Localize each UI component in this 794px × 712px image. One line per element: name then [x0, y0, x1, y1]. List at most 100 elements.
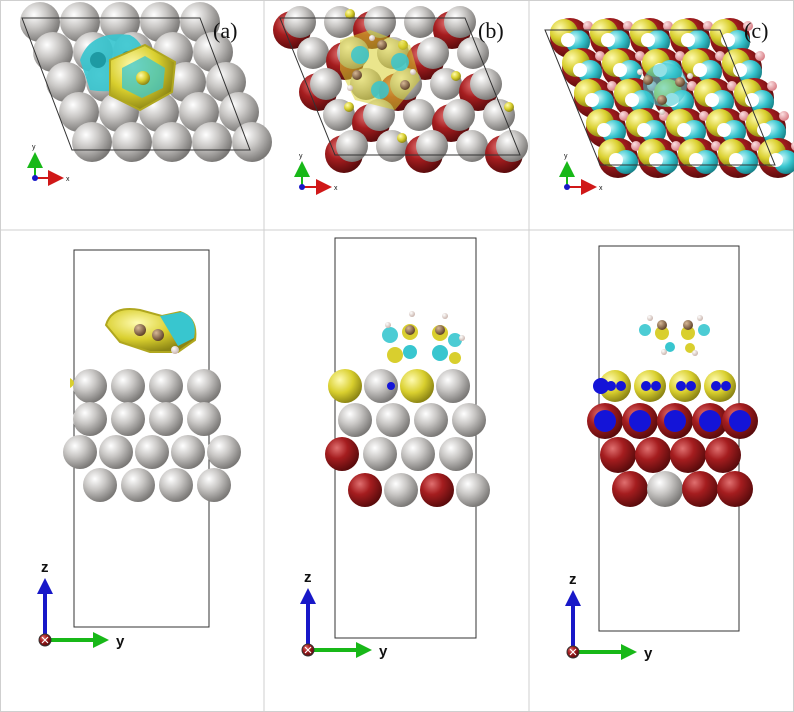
surface-atom	[59, 92, 99, 132]
surface-atom	[416, 130, 448, 162]
slab-atom	[63, 435, 97, 469]
axis-label-y-a: y	[32, 144, 36, 151]
dopant-atom	[729, 410, 751, 432]
slab-atom	[705, 437, 741, 473]
surface-atom	[456, 130, 488, 162]
charge-lobe	[344, 102, 354, 112]
oxygen-atom	[631, 141, 641, 151]
top-axes-c: y x	[559, 153, 603, 195]
slab-atom	[420, 473, 454, 507]
oxygen-atom	[739, 111, 749, 121]
oxygen-atom	[663, 21, 673, 31]
top-view-a	[20, 2, 272, 162]
oxygen-atom	[671, 141, 681, 151]
axis-label-y-side-c: y	[644, 645, 653, 662]
atom-highlight	[597, 123, 611, 137]
slab-atom	[121, 468, 155, 502]
slab-atom	[600, 437, 636, 473]
slab-atom	[414, 403, 448, 437]
slab-atom	[111, 402, 145, 436]
atom-highlight	[705, 93, 719, 107]
slab-atom	[338, 403, 372, 437]
surface-atom	[180, 2, 220, 42]
surface-atom	[417, 37, 449, 69]
oxygen-atom	[675, 51, 685, 61]
atom-highlight	[609, 153, 623, 167]
atom-highlight	[769, 153, 783, 167]
surface-atom	[443, 99, 475, 131]
atom-highlight	[585, 93, 599, 107]
slab-atom	[647, 471, 683, 507]
side-view-a	[63, 249, 241, 628]
charge-lobe	[504, 102, 514, 112]
surface-atom	[152, 122, 192, 162]
axis-label-z-c: z	[569, 571, 577, 588]
panel-label-c: (c)	[744, 18, 768, 43]
slab-atom	[159, 468, 193, 502]
surface-atom	[166, 62, 206, 102]
atom-highlight	[649, 153, 663, 167]
atom-highlight	[613, 63, 627, 77]
atom-highlight	[717, 123, 731, 137]
axis-label-y-b: y	[299, 153, 303, 160]
top-axes-a: y x	[27, 144, 70, 186]
axis-label-y-side-b: y	[379, 643, 388, 660]
oxygen-atom	[727, 81, 737, 91]
side-view-c	[587, 245, 758, 632]
panel-label-a: (a)	[213, 18, 237, 43]
atom-highlight	[745, 93, 759, 107]
slab-atom	[670, 437, 706, 473]
oxygen-atom	[635, 51, 645, 61]
surface-atom	[364, 6, 396, 38]
top-axes-b: y x	[294, 153, 338, 195]
dopant-atom	[699, 410, 721, 432]
slab-atom	[149, 402, 183, 436]
dopant-atom	[641, 381, 651, 391]
surface-atom	[206, 62, 246, 102]
dopant-atom	[651, 381, 661, 391]
slab-atom	[135, 435, 169, 469]
dopant-atom	[616, 381, 626, 391]
slab-atom	[325, 437, 359, 471]
charge-lobe	[397, 133, 407, 143]
dopant-atom	[629, 410, 651, 432]
side-axes-c: z y	[565, 571, 653, 662]
surface-atom	[100, 2, 140, 42]
axis-label-x-c: x	[599, 185, 603, 192]
atom-highlight	[681, 33, 695, 47]
slab-atom	[187, 402, 221, 436]
oxygen-atom	[779, 111, 789, 121]
atom-highlight	[733, 63, 747, 77]
dopant-atom	[594, 410, 616, 432]
atom-highlight	[729, 153, 743, 167]
axis-label-x-b: x	[334, 185, 338, 192]
surface-atom	[232, 122, 272, 162]
oxygen-atom	[791, 141, 794, 151]
oxygen-atom	[583, 21, 593, 31]
side-axes-a: z y	[37, 559, 125, 650]
dopant-atom	[721, 381, 731, 391]
panel-label-b: (b)	[478, 18, 504, 43]
dopant-atom	[711, 381, 721, 391]
oxygen-atom	[595, 51, 605, 61]
slab-atom	[682, 471, 718, 507]
charge-lobe	[451, 71, 461, 81]
axis-label-z-a: z	[41, 559, 49, 576]
surface-atom	[404, 6, 436, 38]
slab-atom	[456, 473, 490, 507]
adsorbate-b	[382, 311, 465, 364]
oxygen-atom	[715, 51, 725, 61]
dopant-atom	[664, 410, 686, 432]
surface-atom	[33, 32, 73, 72]
oxygen-atom	[751, 141, 761, 151]
atom-highlight	[757, 123, 771, 137]
slab-atom	[149, 369, 183, 403]
slab-atom	[612, 471, 648, 507]
slab-atom	[376, 403, 410, 437]
surface-atom	[457, 37, 489, 69]
slab-atom	[99, 435, 133, 469]
oxygen-atom	[755, 51, 765, 61]
axis-label-z-b: z	[304, 569, 312, 586]
surface-atom	[310, 68, 342, 100]
dopant-atom	[686, 381, 696, 391]
